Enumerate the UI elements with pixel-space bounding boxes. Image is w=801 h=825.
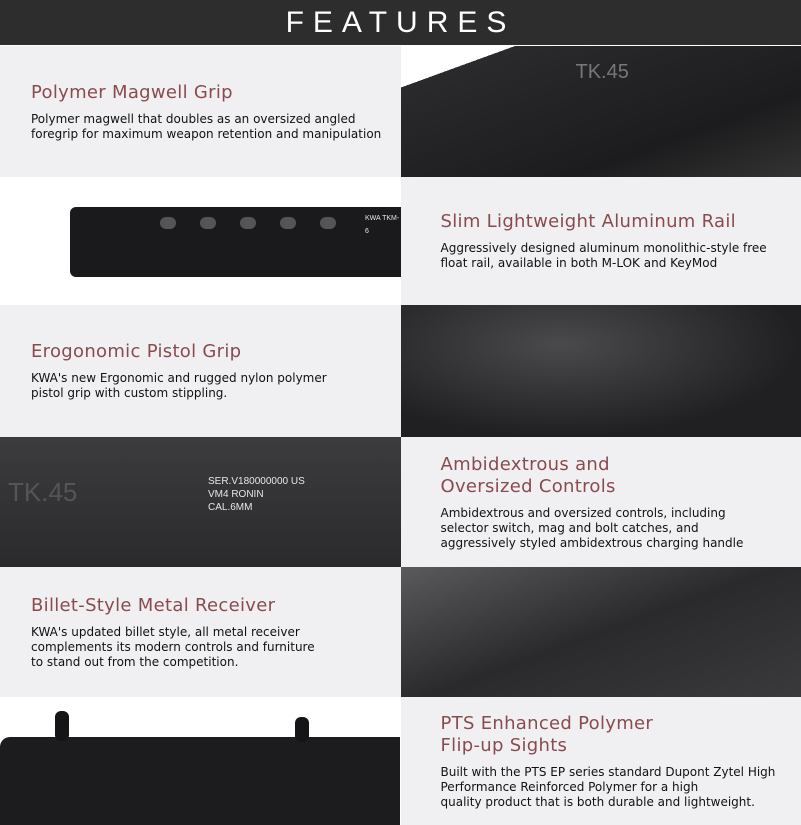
- feature-text: Polymer Magwell Grip Polymer magwell tha…: [0, 46, 401, 177]
- feature-title: Polymer Magwell Grip: [31, 81, 233, 103]
- feature-row-receiver: Billet-Style Metal Receiver KWA's update…: [0, 567, 801, 697]
- model-marking: TK.45: [8, 477, 78, 507]
- feature-row-rail: KWA TKM-6 Slim Lightweight Aluminum Rail…: [0, 177, 801, 305]
- feature-title: Erogonomic Pistol Grip: [31, 341, 242, 362]
- feature-text: Ambidextrous and Oversized Controls Ambi…: [400, 437, 801, 567]
- feature-text: Billet-Style Metal Receiver KWA's update…: [0, 567, 401, 697]
- feature-text: Erogonomic Pistol Grip KWA's new Ergonom…: [0, 305, 401, 437]
- feature-title: PTS Enhanced Polymer Flip-up Sights: [440, 712, 654, 756]
- page-title: FEATURES: [285, 6, 516, 39]
- model-marking: TK.45: [575, 61, 629, 83]
- feature-text: PTS Enhanced Polymer Flip-up Sights Buil…: [400, 697, 801, 825]
- feature-text: Slim Lightweight Aluminum Rail Aggressiv…: [400, 177, 801, 305]
- pistol-grip-image: [400, 305, 801, 437]
- feature-desc: KWA's new Ergonomic and rugged nylon pol…: [31, 371, 327, 400]
- feature-desc: Ambidextrous and oversized controls, inc…: [440, 505, 744, 550]
- feature-row-controls: TK.45 SER.V180000000 US VM4 RONIN CAL.6M…: [0, 437, 801, 567]
- rail-image: KWA TKM-6: [0, 177, 401, 305]
- feature-desc: Polymer magwell that doubles as an overs…: [31, 111, 382, 141]
- feature-desc: KWA's updated billet style, all metal re…: [31, 624, 315, 669]
- controls-image: TK.45 SER.V180000000 US VM4 RONIN CAL.6M…: [0, 437, 401, 567]
- feature-title: Slim Lightweight Aluminum Rail: [440, 211, 736, 232]
- rail-marking: KWA TKM-6: [365, 215, 400, 235]
- feature-title: Ambidextrous and Oversized Controls: [440, 453, 616, 497]
- serial-marking: SER.V180000000 US VM4 RONIN CAL.6MM: [208, 476, 305, 513]
- feature-desc: Built with the PTS EP series standard Du…: [440, 764, 776, 809]
- feature-row-pistol-grip: Erogonomic Pistol Grip KWA's new Ergonom…: [0, 305, 801, 437]
- feature-row-magwell: Polymer Magwell Grip Polymer magwell tha…: [0, 46, 801, 177]
- feature-desc: Aggressively designed aluminum monolithi…: [440, 241, 767, 270]
- feature-row-sights: PTS Enhanced Polymer Flip-up Sights Buil…: [0, 697, 801, 825]
- sights-image: [0, 697, 401, 825]
- receiver-image: [400, 567, 801, 697]
- feature-title: Billet-Style Metal Receiver: [31, 594, 276, 616]
- features-header: FEATURES: [0, 0, 801, 46]
- magwell-grip-image: TK.45: [400, 46, 801, 177]
